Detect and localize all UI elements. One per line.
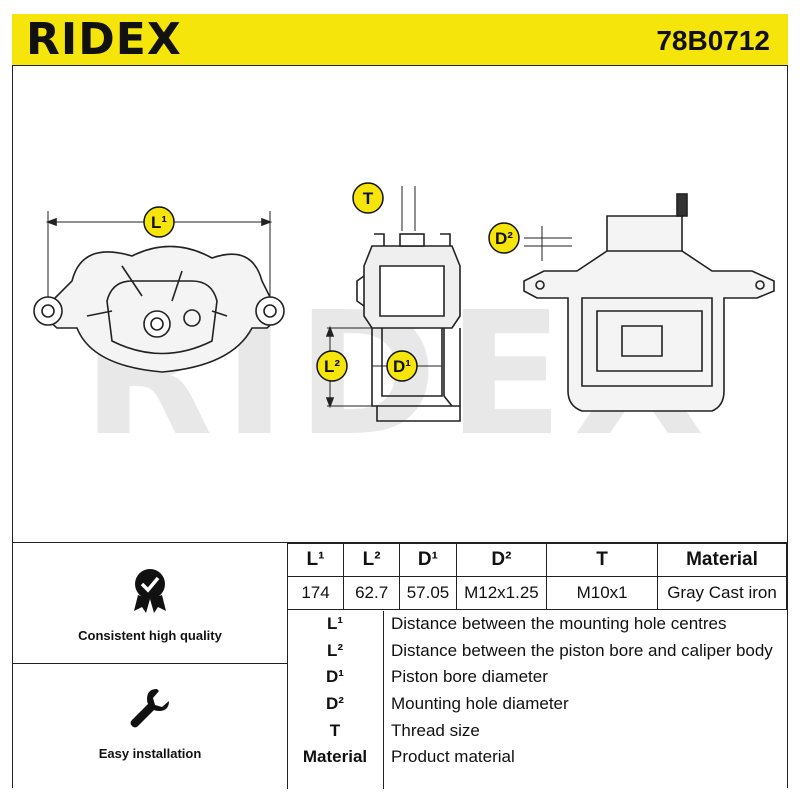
spec-value-row: 174 62.7 57.05 M12x1.25 M10x1 Gray Cast … — [286, 576, 787, 610]
dimension-badge-l1: L¹ — [143, 206, 175, 238]
legend-row: D² Mounting hole diameter — [287, 691, 789, 718]
legend-row: L² Distance between the piston bore and … — [287, 638, 789, 665]
technical-drawing: RIDEX — [12, 66, 788, 542]
spec-table: L¹ L² D¹ D² T Material 174 62.7 57.05 M1… — [286, 543, 787, 610]
spec-header-d1: D¹ — [399, 543, 457, 577]
legend-desc: Piston bore diameter — [391, 667, 548, 687]
badge-d1-text: D¹ — [393, 357, 411, 376]
legend-key: L¹ — [326, 614, 344, 634]
legend-key: D² — [326, 694, 344, 714]
spec-value-d2: M12x1.25 — [455, 576, 548, 610]
caliper-section-view — [325, 186, 461, 422]
legend-row: Material Product material — [287, 744, 789, 771]
dimension-badge-d2: D² — [488, 222, 520, 254]
drawing-frame — [12, 66, 788, 542]
legend-key: Material — [302, 747, 368, 767]
badge-l1-text: L¹ — [151, 213, 167, 232]
dimension-badge-d1: D¹ — [386, 350, 418, 382]
dimension-badge-t: T — [352, 182, 384, 214]
caliper-front-view — [33, 211, 285, 373]
legend-desc: Distance between the mounting hole centr… — [391, 614, 727, 634]
spec-header-d2: D² — [455, 543, 548, 577]
legend-desc: Thread size — [391, 720, 480, 740]
spec-value-l1: 174 — [286, 576, 345, 610]
legend-key: L² — [326, 640, 344, 660]
feature-installation: Easy installation — [13, 685, 287, 761]
spec-header-l2: L² — [343, 543, 401, 577]
legend-divider — [383, 611, 384, 789]
legend-row: L¹ Distance between the mounting hole ce… — [287, 611, 789, 638]
brand-logo: RIDEX — [26, 14, 182, 65]
caliper-drawings: L¹ T L² D¹ D² — [33, 182, 775, 422]
legend-list: L¹ Distance between the mounting hole ce… — [287, 611, 789, 789]
wrench-icon — [130, 689, 169, 728]
spec-header-material: Material — [657, 543, 787, 577]
part-number: 78B0712 — [656, 25, 770, 56]
feature-quality-label: Consistent high quality — [78, 628, 222, 643]
spec-value-material: Gray Cast iron — [657, 576, 787, 610]
legend-key: T — [329, 720, 341, 740]
legend-desc: Product material — [391, 747, 515, 767]
spec-value-l2: 62.7 — [343, 576, 401, 610]
caliper-side-view — [523, 193, 775, 412]
legend-row: T Thread size — [287, 717, 789, 744]
quality-badge-icon — [134, 569, 166, 613]
badge-d2-text: D² — [495, 229, 513, 248]
spec-value-d1: 57.05 — [399, 576, 457, 610]
panel-divider — [287, 543, 288, 789]
spec-header-l1: L¹ — [286, 543, 345, 577]
spec-header-t: T — [546, 543, 659, 577]
spec-header-row: L¹ L² D¹ D² T Material — [286, 543, 787, 577]
badge-l2-text: L² — [324, 357, 340, 376]
header-bar: RIDEX 78B0712 — [12, 14, 788, 66]
legend-row: D¹ Piston bore diameter — [287, 664, 789, 691]
dimension-badge-l2: L² — [316, 350, 348, 382]
feature-quality: Consistent high quality — [13, 567, 287, 643]
legend-desc: Distance between the piston bore and cal… — [391, 640, 773, 660]
feature-divider — [13, 663, 287, 664]
legend-desc: Mounting hole diameter — [391, 694, 569, 714]
legend-key: D¹ — [326, 667, 344, 687]
badge-t-text: T — [363, 189, 374, 208]
spec-value-t: M10x1 — [546, 576, 659, 610]
info-panel: Consistent high quality Easy installatio… — [12, 542, 789, 789]
feature-installation-label: Easy installation — [98, 746, 202, 761]
